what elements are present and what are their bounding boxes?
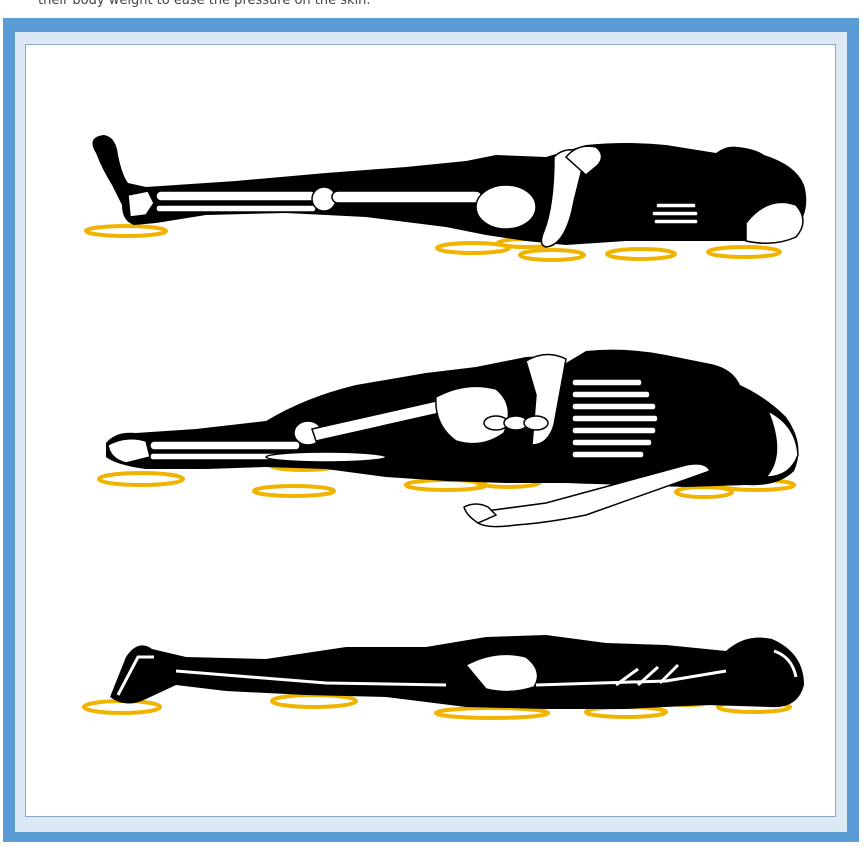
tibia (150, 441, 300, 450)
pressure-point-elbow (520, 250, 584, 260)
figure-lateral (99, 350, 799, 527)
body-silhouette-supine (92, 135, 806, 245)
tibia (156, 191, 316, 201)
upper-leg-bone (266, 452, 386, 462)
frame-mat (15, 32, 847, 832)
pressure-point-occiput (708, 247, 780, 257)
fibula (156, 205, 316, 212)
pressure-point-knee (272, 695, 356, 707)
pressure-point-scapula (607, 249, 675, 259)
pressure-point-pelvis (436, 708, 548, 718)
pressure-point-lower-leg (254, 486, 334, 496)
figure-supine (86, 135, 806, 260)
pressure-points-illustration (26, 45, 837, 818)
ribs (652, 203, 698, 224)
spine (484, 416, 548, 430)
body-silhouette-prone (110, 635, 804, 709)
figure-prone (84, 635, 804, 718)
caption-text: their body weight to ease the pressure o… (38, 0, 858, 14)
outer-frame (3, 18, 859, 842)
femur (332, 191, 482, 203)
pelvis (476, 185, 536, 229)
pressure-point-toes (84, 701, 160, 713)
illustration-panel (25, 44, 836, 817)
pressure-point-ankle (99, 473, 183, 485)
ribs (572, 379, 658, 458)
pressure-point-heel (86, 226, 166, 236)
